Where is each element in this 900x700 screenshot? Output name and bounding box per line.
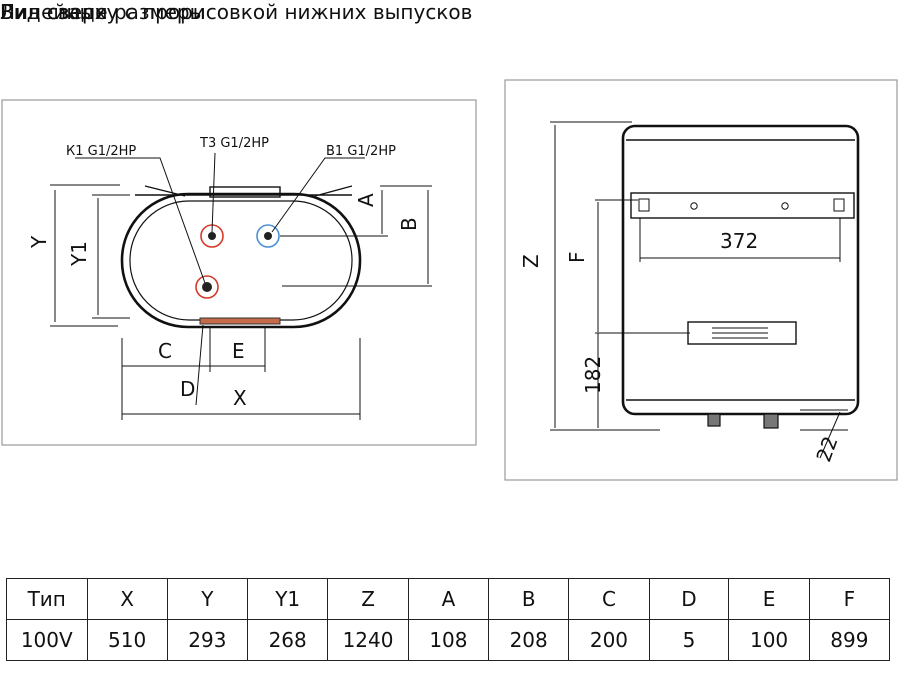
cell-a: 108: [407, 619, 490, 661]
port-label-k1: К1 G1/2НР: [66, 144, 136, 159]
cell-x: 510: [86, 619, 168, 661]
leader-lines: [75, 152, 365, 284]
port-label-t3: Т3 G1/2НР: [199, 136, 269, 151]
port-t3-inner: [208, 232, 216, 240]
dim-label-182: 182: [581, 356, 605, 394]
rear-view-drawing: [550, 121, 860, 459]
rear-tank-bands: [626, 139, 855, 401]
dim-label-b: B: [397, 217, 421, 231]
top-view-drawing: [50, 152, 432, 420]
upper-plate-slot-left: [638, 198, 650, 212]
cell-z: 1240: [327, 619, 409, 661]
cell-f: 899: [808, 619, 891, 661]
upper-mounting-plate: [630, 192, 855, 219]
header-cell-z: Z: [327, 578, 409, 620]
dim-label-a: A: [354, 193, 378, 207]
heater-block: [199, 317, 281, 325]
header-cell-e: E: [728, 578, 810, 620]
cell-y: 293: [166, 619, 249, 661]
header-cell-y: Y: [166, 578, 249, 620]
dim-label-z: Z: [519, 254, 543, 268]
dim-label-e: E: [232, 339, 245, 363]
header-cell-b: B: [488, 578, 570, 620]
table-row: 100V 510 293 268 1240 108 208 200 5 100 …: [6, 619, 891, 661]
top-view-title: Вид сверху с прорисовкой нижних выпусков: [0, 0, 473, 24]
upper-plate-slot-right: [833, 198, 845, 212]
dim-label-372: 372: [720, 229, 758, 253]
dimension-lines-rear: [550, 121, 848, 459]
tank-outer-outline: [120, 192, 362, 329]
cell-b: 208: [488, 619, 570, 661]
header-cell-y1: Y1: [247, 578, 329, 620]
tank-inner-outline: [129, 200, 353, 321]
header-cell-c: C: [568, 578, 650, 620]
table-header-row: Тип X Y Y1 Z A B C D E F: [6, 578, 891, 620]
header-cell-type: Тип: [6, 578, 88, 620]
dim-label-d: D: [180, 377, 195, 401]
dim-label-x: X: [233, 386, 247, 410]
dim-label-y1: Y1: [67, 241, 91, 267]
cell-y1: 268: [247, 619, 329, 661]
upper-plate-hole-2: [781, 202, 789, 210]
cell-e: 100: [728, 619, 810, 661]
port-b1-outer: [256, 224, 280, 248]
rear-tank-body: [621, 124, 860, 416]
dimensions-table: Тип X Y Y1 Z A B C D E F 100V 510 293 26…: [6, 578, 891, 661]
header-cell-x: X: [86, 578, 168, 620]
rear-view-title: Вид сзади: [0, 0, 108, 24]
dim-label-22: 22: [811, 433, 842, 465]
cell-c: 200: [568, 619, 650, 661]
port-k1-outer: [195, 275, 219, 299]
header-cell-d: D: [648, 578, 730, 620]
dim-label-c: C: [158, 339, 172, 363]
table-title: Линейные размеры: [0, 0, 206, 24]
rear-view-frame: [504, 79, 898, 481]
dim-label-f: F: [565, 251, 589, 263]
cell-d: 5: [648, 619, 730, 661]
lower-plate-slots: [712, 327, 768, 339]
header-cell-a: A: [407, 578, 490, 620]
dimension-lines-top: [50, 184, 432, 420]
port-b1-inner: [264, 232, 272, 240]
mounting-bracket: [209, 186, 281, 198]
rear-pipe-right: [763, 413, 779, 429]
rear-pipe-left: [707, 413, 721, 427]
port-label-b1: В1 G1/2НР: [326, 144, 396, 159]
port-k1-inner: [202, 282, 212, 292]
header-cell-f: F: [808, 578, 891, 620]
cell-type: 100V: [6, 619, 88, 661]
top-view-frame: [1, 99, 477, 446]
upper-plate-hole-1: [690, 202, 698, 210]
dim-label-y: Y: [27, 235, 51, 249]
